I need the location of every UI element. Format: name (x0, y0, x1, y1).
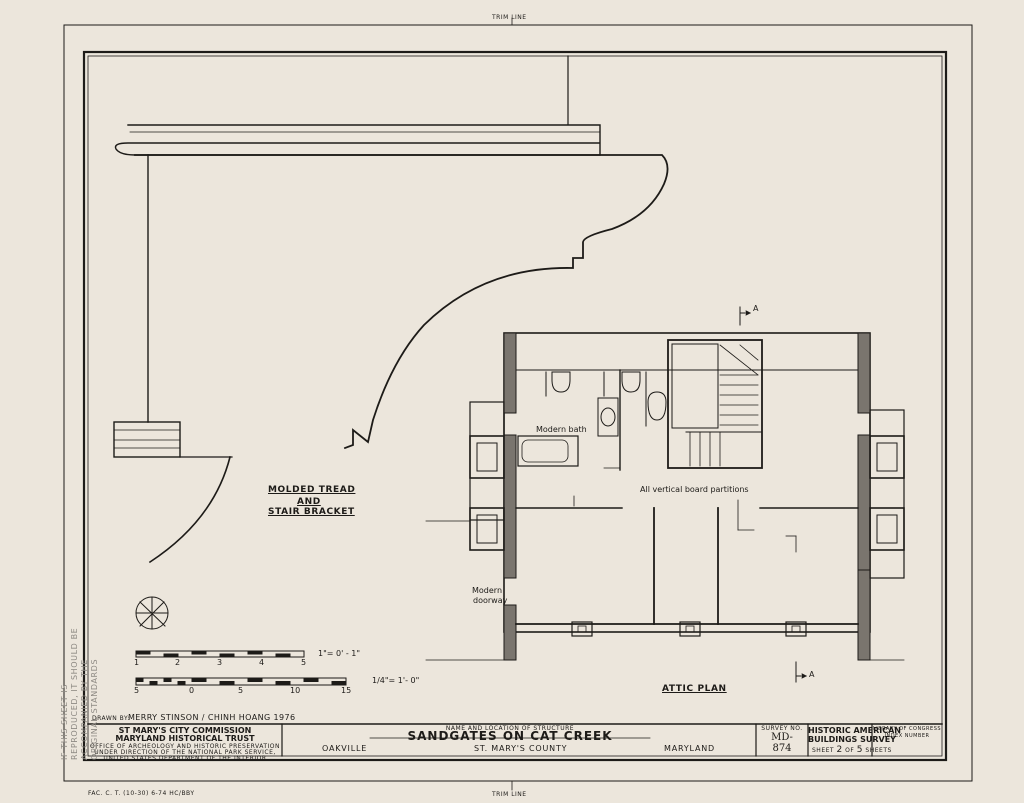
sheet-count: SHEET 2 OF 5 SHEETS (812, 746, 892, 755)
trim-line-bottom-label: TRIM LINE (492, 791, 527, 798)
bracket-label-line2: AND (297, 497, 321, 507)
partitions-note: All vertical board partitions (640, 485, 749, 494)
scale-bar-inches (135, 650, 305, 658)
location-state: MARYLAND (664, 744, 715, 753)
structure-name: SANDGATES ON CAT CREEK (407, 729, 613, 743)
org-line2: MARYLAND HISTORICAL TRUST (115, 734, 255, 743)
bracket-label-line3: STAIR BRACKET (268, 507, 355, 517)
sheet-of: OF (845, 747, 855, 754)
scale1-tick: 5 (301, 658, 307, 667)
scale2-tick: 5 (238, 686, 244, 695)
scale2-label: 1/4"= 1'- 0" (372, 676, 420, 685)
org-line5: UNITED STATES DEPARTMENT OF THE INTERIOR (103, 755, 267, 762)
org-line3: OFFICE OF ARCHEOLOGY AND HISTORIC PRESER… (90, 743, 280, 750)
location-county: ST. MARY'S COUNTY (474, 744, 568, 753)
stair-bracket-drawing (113, 55, 669, 564)
scale1-tick: 3 (217, 658, 223, 667)
scale2-tick: 10 (290, 686, 301, 695)
border-frame (82, 50, 948, 762)
section-marker-top (739, 306, 752, 326)
bracket-label-line1: MOLDED TREAD (268, 485, 356, 495)
trim-line-top-label: TRIM LINE (492, 14, 527, 21)
doorway-label-line1: Modern (472, 586, 503, 595)
scale1-tick: 2 (175, 658, 181, 667)
scale2-tick: 15 (341, 686, 352, 695)
scale2-tick: 5 (134, 686, 140, 695)
trim-frame (63, 24, 973, 782)
drawn-by-prefix: DRAWN BY: (92, 715, 130, 722)
survey-header: SURVEY NO. (761, 725, 803, 732)
north-arrow-icon (135, 596, 169, 630)
section-marker-bottom (795, 661, 808, 683)
sheet-suffix: SHEETS (865, 747, 892, 754)
scale-bar-feet (135, 677, 347, 686)
sheet-number: 2 (836, 745, 843, 755)
form-number: FAC. C. T. (10-30) 6-74 HC/BBY (88, 790, 195, 797)
room-label-bath: Modern bath (536, 425, 587, 434)
habs-line1: HISTORIC AMERICAN (808, 726, 901, 735)
org-line1: ST MARY'S CITY COMMISSION (118, 726, 252, 735)
reproduction-note: IF THIS SHEET IS REPRODUCED, IT SHOULD B… (60, 627, 99, 760)
drawn-by-names: MERRY STINSON / CHINH HOANG 1976 (128, 713, 296, 722)
habs-line2: BUILDINGS SURVEY (808, 735, 896, 744)
section-marker-bottom-label: A (809, 670, 815, 679)
sheet-prefix: SHEET (812, 747, 835, 754)
loc-line2: INDEX NUMBER (884, 733, 930, 739)
scale1-tick: 1 (134, 658, 140, 667)
scale2-tick: 0 (189, 686, 195, 695)
survey-number-line1: MD- (771, 732, 793, 743)
attic-plan-drawing (425, 332, 905, 661)
survey-number-line2: 874 (772, 743, 792, 754)
loc-line1: LIBRARY OF CONGRESS (872, 726, 942, 732)
location-town: OAKVILLE (322, 744, 368, 753)
title-block (87, 723, 943, 757)
sheet-total: 5 (856, 745, 863, 755)
plan-title: ATTIC PLAN (662, 684, 727, 694)
scale1-tick: 4 (259, 658, 265, 667)
org-line4: UNDER DIRECTION OF THE NATIONAL PARK SER… (94, 749, 276, 756)
name-location-header: NAME AND LOCATION OF STRUCTURE (445, 725, 575, 732)
section-marker-top-label: A (753, 304, 759, 313)
scale1-label: 1"= 0' - 1" (318, 649, 361, 658)
doorway-label-line2: doorway (473, 596, 508, 605)
